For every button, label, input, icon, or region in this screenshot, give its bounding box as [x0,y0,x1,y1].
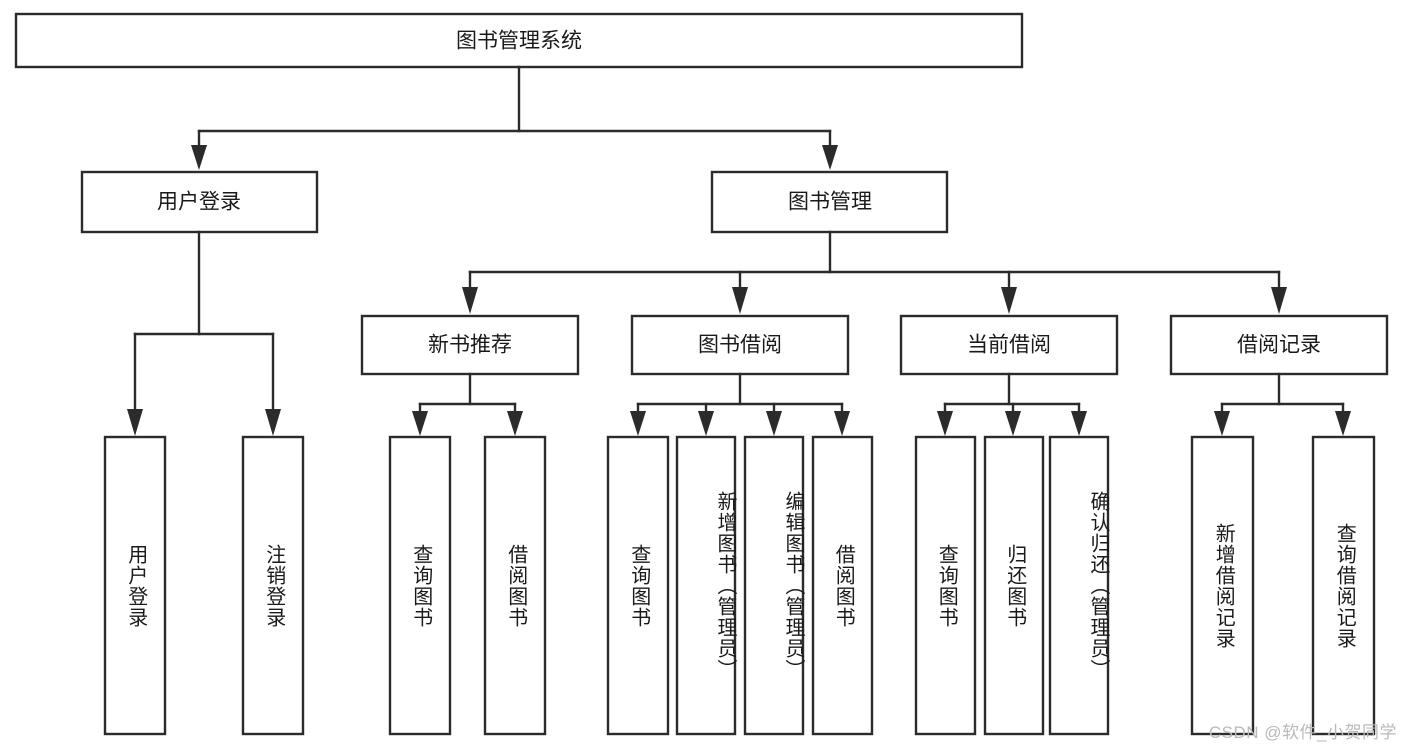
leaf-label-currentborrow-return: 归还图书 [1003,543,1026,628]
leaf-box-bookborrow-add[interactable] [675,435,737,736]
leaf-label-bookborrow-lend: 借阅图书 [832,543,855,628]
watermark-text: CSDN @软件_小贺同学 [1208,723,1397,742]
arrowhead-to-borrow-record [1271,287,1287,314]
node-user-login-label: 用户登录 [157,191,241,214]
leaf-box-record-add[interactable] [1190,435,1255,736]
leaf-label-bookborrow-query: 查询图书 [627,543,650,628]
leaf-box-newbook-borrow[interactable] [483,435,547,736]
leaf-box-record-query[interactable] [1311,435,1376,736]
leaf-label-currentborrow-query: 查询图书 [935,543,958,628]
leaf-label-bookborrow-edit: 编辑图书（管理员） [782,491,804,680]
arrowhead-to-user-login [191,145,207,170]
arrowhead-currentborrow-leaf-3 [1071,411,1087,436]
leaf-label-bookborrow-add: 新增图书（管理员） [714,491,736,680]
leaf-label-record-query: 查询借阅记录 [1333,522,1356,649]
arrowhead-bookborrow-leaf-3 [766,411,782,436]
leaf-box-currentborrow-confirm[interactable] [1048,435,1110,736]
node-book-borrow-box[interactable] [630,314,850,376]
arrowhead-to-book-manage [822,145,838,170]
arrowhead-currentborrow-leaf-2 [1005,411,1021,436]
arrowhead-borrowrecord-leaf-2 [1335,411,1351,436]
node-new-book-box[interactable] [360,314,580,376]
node-user-login-box[interactable] [80,170,319,234]
leaf-label-record-add: 新增借阅记录 [1212,522,1235,649]
node-book-borrow-label: 图书借阅 [698,334,782,357]
leaf-label-newbook-borrow: 借阅图书 [504,543,527,628]
leaf-box-logout[interactable] [241,435,305,736]
leaf-box-currentborrow-return[interactable] [983,435,1045,736]
arrowhead-to-new-book [462,287,478,314]
leaf-box-bookborrow-lend[interactable] [811,435,874,736]
arrowhead-borrowrecord-leaf-1 [1214,411,1230,436]
leaf-box-user-login[interactable] [103,435,167,736]
leaf-box-currentborrow-query[interactable] [914,435,977,736]
leaf-label-newbook-query: 查询图书 [409,543,432,628]
node-current-borrow-label: 当前借阅 [967,334,1051,357]
arrowhead-newbook-leaf-1 [412,411,428,436]
node-book-manage-box[interactable] [710,170,949,234]
arrowhead-bookborrow-leaf-1 [630,411,646,436]
node-current-borrow-box[interactable] [899,314,1119,376]
leaf-label-logout: 注销登录 [262,543,285,628]
leaf-box-bookborrow-query[interactable] [606,435,670,736]
arrowhead-to-book-borrow [732,287,748,314]
arrowhead-bookborrow-leaf-4 [834,411,850,436]
arrowhead-currentborrow-leaf-1 [937,411,953,436]
node-book-manage-label: 图书管理 [788,191,872,214]
leaf-box-newbook-query[interactable] [388,435,452,736]
arrowhead-to-current-borrow [1001,287,1017,314]
leaf-box-bookborrow-edit[interactable] [743,435,805,736]
leaf-label-user-login: 用户登录 [124,543,147,628]
arrowhead-bookborrow-leaf-2 [698,411,714,436]
leaf-label-currentborrow-confirm: 确认归还（管理员） [1087,491,1109,680]
node-root-box[interactable] [14,12,1024,69]
node-borrow-record-label: 借阅记录 [1237,334,1321,357]
arrowhead-newbook-leaf-2 [507,411,523,436]
arrowhead-to-leaf-logout [265,409,281,436]
node-new-book-label: 新书推荐 [428,334,512,357]
node-root-label: 图书管理系统 [456,30,582,53]
arrowhead-to-leaf-user-login [127,409,143,436]
